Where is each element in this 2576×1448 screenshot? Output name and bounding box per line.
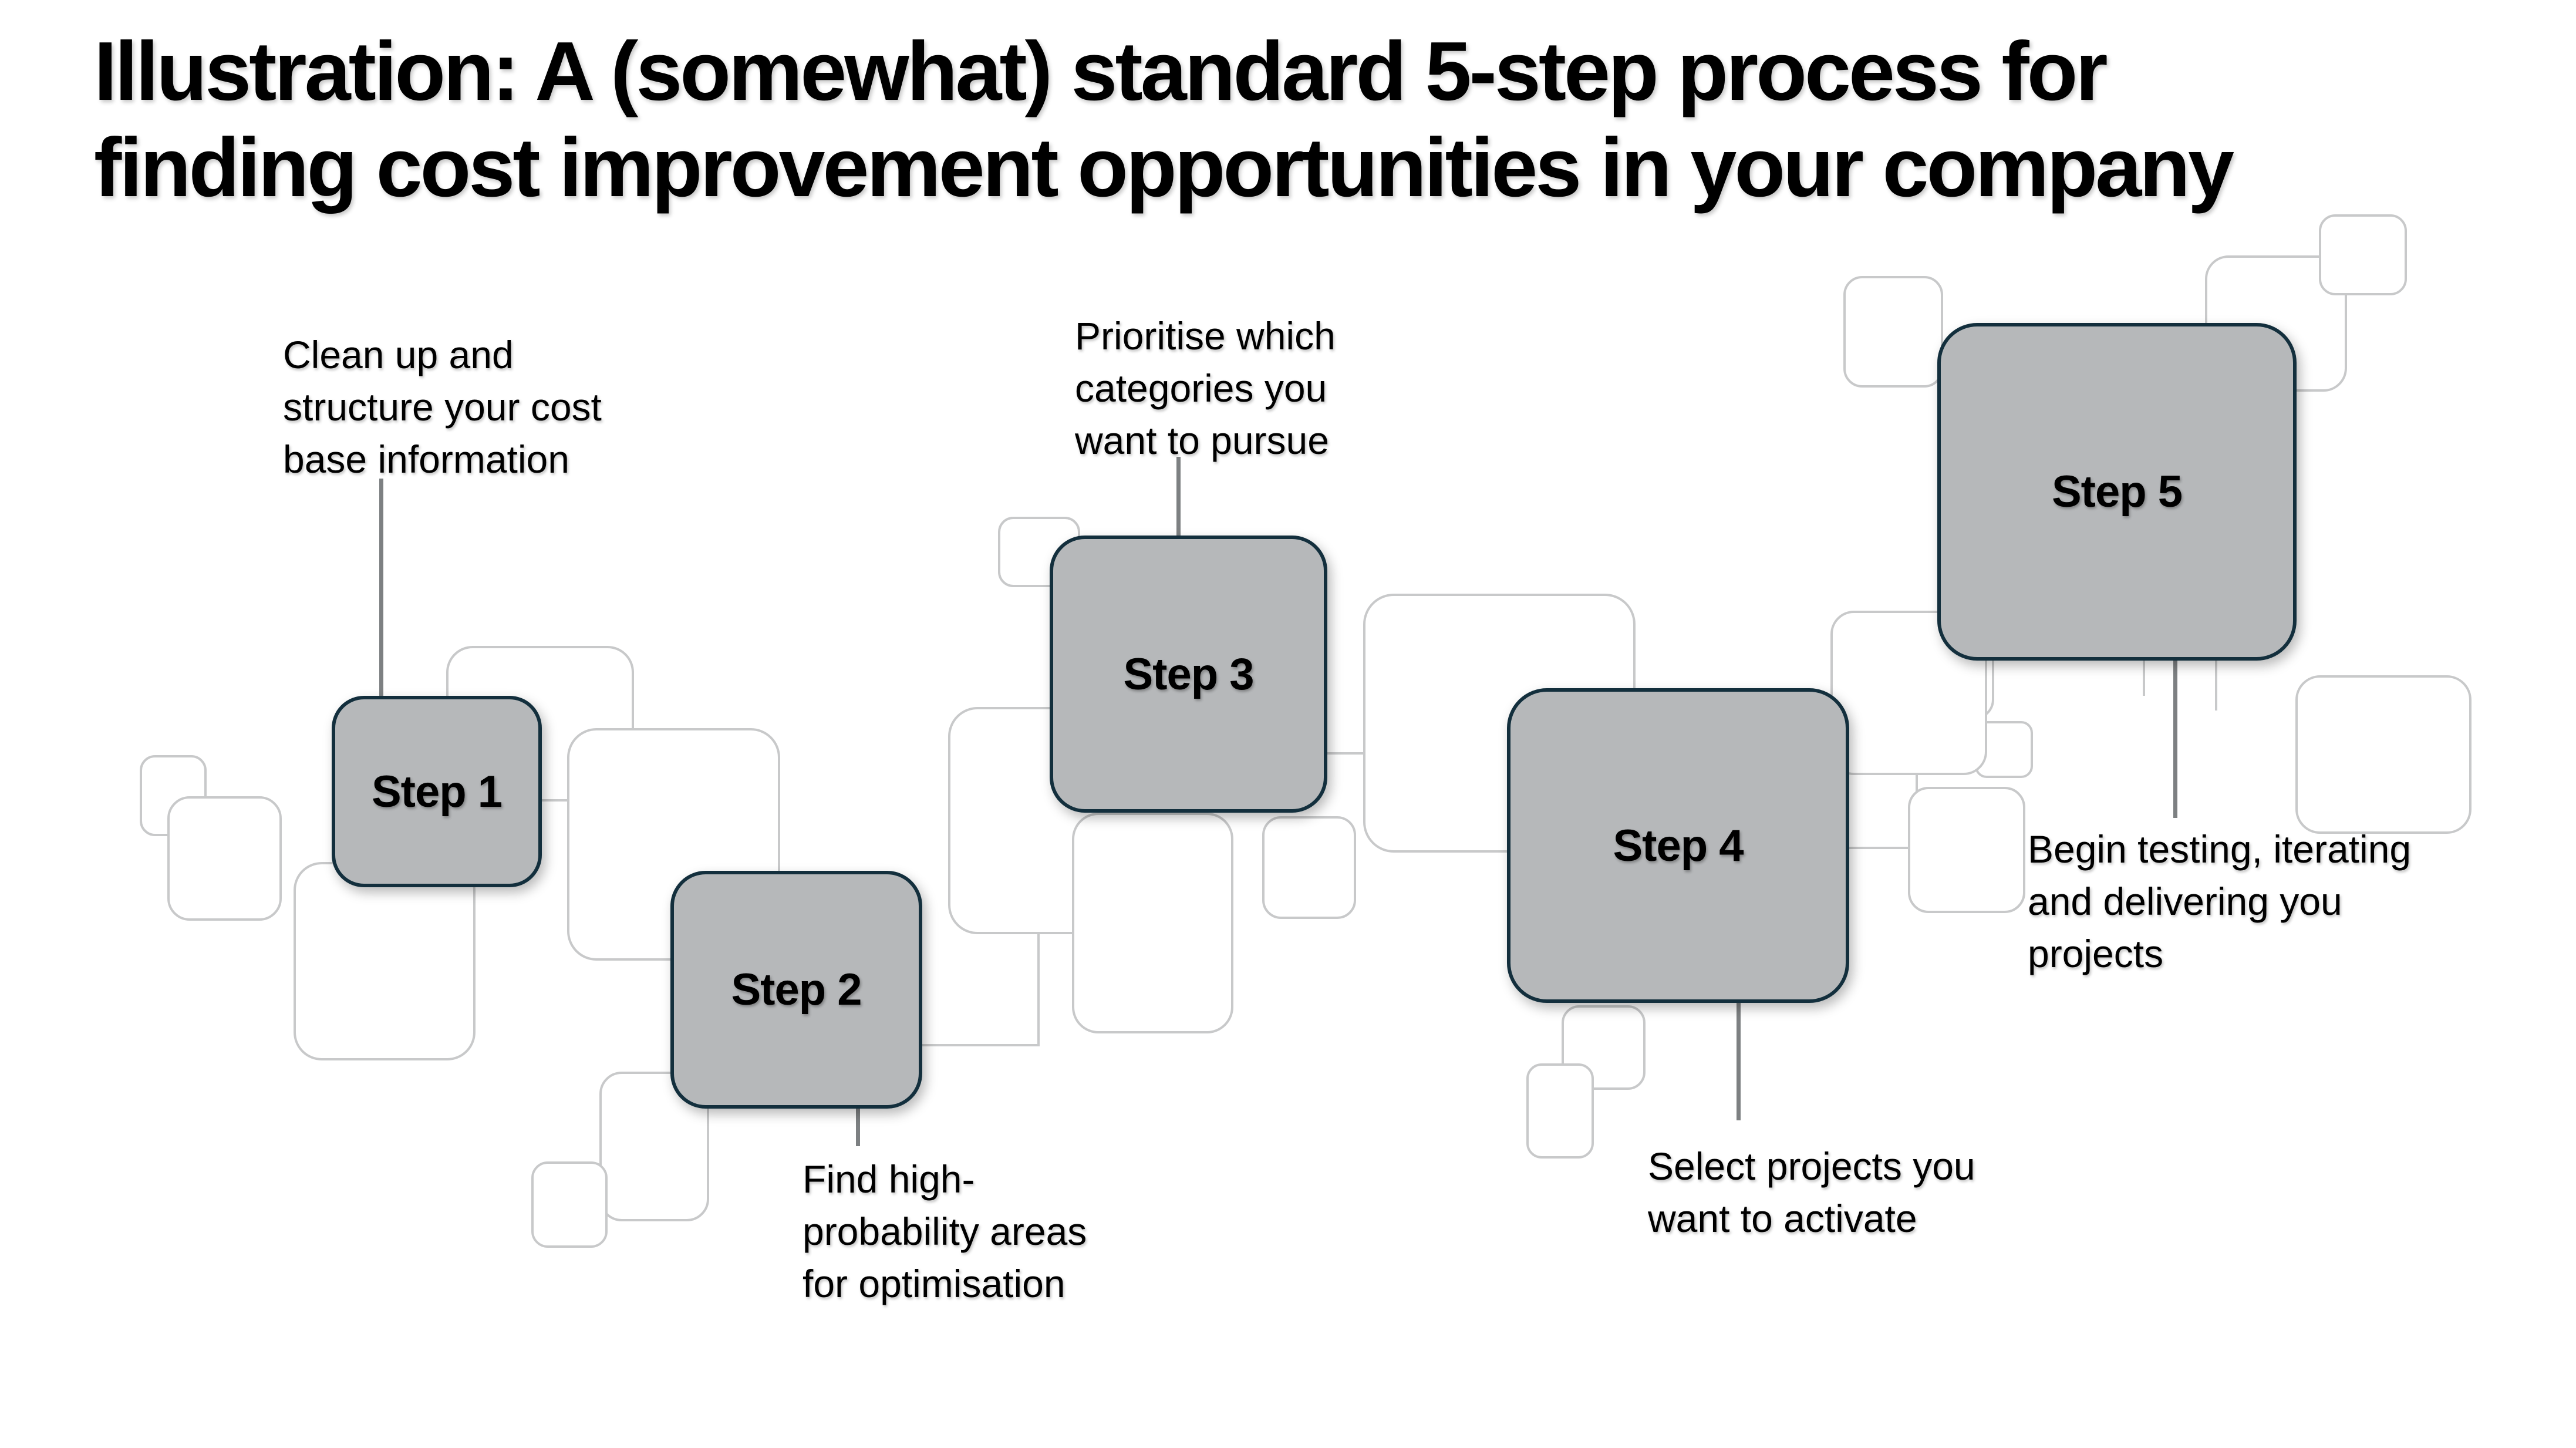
page-title: Illustration: A (somewhat) standard 5-st…: [94, 25, 2234, 214]
background-shape: [1072, 813, 1233, 1033]
annotation-step2: Find high- probability areas for optimis…: [803, 1157, 1087, 1305]
annotation-line-step4: [1737, 1002, 1741, 1120]
step-1-box: Step 1: [332, 696, 542, 887]
annotation-line-step2: [856, 1107, 860, 1146]
step-2-box: Step 2: [670, 871, 922, 1109]
background-shape: [2295, 675, 2472, 834]
shape-connector: [922, 1044, 1040, 1046]
step-4-box: Step 4: [1507, 688, 1849, 1003]
step-2-label: Step 2: [731, 965, 862, 1015]
annotation-line-step5: [2173, 659, 2177, 818]
annotation-step5: Begin testing, iterating and delivering …: [2028, 827, 2412, 975]
background-shape: [1975, 721, 2033, 778]
annotation-line-step1: [379, 479, 383, 697]
shape-connector: [1327, 752, 1365, 755]
background-shape: [1908, 787, 2025, 913]
background-shape: [1526, 1063, 1594, 1159]
background-shape: [1262, 816, 1356, 919]
background-shape: [531, 1161, 608, 1248]
background-shape: [2319, 214, 2407, 295]
shape-connector: [1916, 720, 1918, 849]
shape-connector: [1037, 934, 1040, 1046]
step-3-label: Step 3: [1123, 649, 1254, 699]
background-shape: [294, 862, 476, 1060]
background-shape: [167, 796, 282, 921]
shape-connector: [2143, 661, 2145, 696]
step-1-label: Step 1: [371, 766, 503, 817]
step-5-box: Step 5: [1937, 323, 2297, 661]
step-4-label: Step 4: [1613, 820, 1744, 871]
background-shape: [1843, 276, 1943, 388]
shape-connector: [1849, 847, 1918, 849]
shape-connector: [2215, 661, 2217, 710]
annotation-step1: Clean up and structure your cost base in…: [283, 333, 602, 481]
annotation-line-step3: [1176, 457, 1181, 537]
step-3-box: Step 3: [1050, 536, 1327, 813]
annotation-step4: Select projects you want to activate: [1648, 1144, 1975, 1240]
annotation-step3: Prioritise which categories you want to …: [1075, 314, 1336, 462]
step-5-label: Step 5: [2051, 467, 2183, 517]
